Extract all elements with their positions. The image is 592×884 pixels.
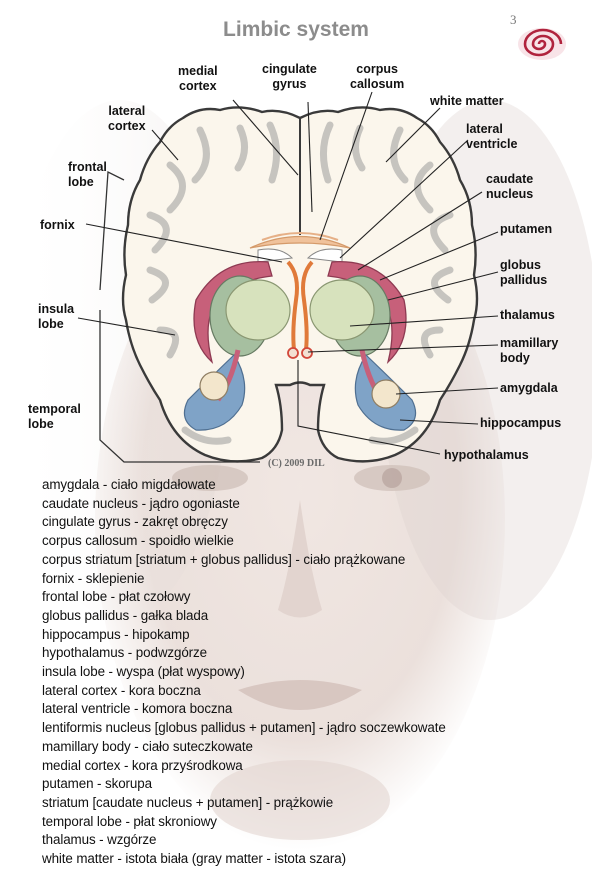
glossary-item: lateral ventricle - komora boczna bbox=[42, 700, 446, 719]
glossary-list: amygdala - ciało migdałowate caudate nuc… bbox=[42, 476, 446, 869]
glossary-item: insula lobe - wyspa (płat wyspowy) bbox=[42, 663, 446, 682]
left-mamillary-body bbox=[288, 348, 298, 358]
glossary-item: globus pallidus - gałka blada bbox=[42, 607, 446, 626]
glossary-item: fornix - sklepienie bbox=[42, 570, 446, 589]
label-hypothalamus: hypothalamus bbox=[444, 448, 529, 463]
right-mamillary-body bbox=[302, 348, 312, 358]
label-hippocampus: hippocampus bbox=[480, 416, 561, 431]
glossary-item: striatum [caudate nucleus + putamen] - p… bbox=[42, 794, 446, 813]
glossary-item: cingulate gyrus - zakręt obręczy bbox=[42, 513, 446, 532]
label-fornix: fornix bbox=[40, 218, 75, 233]
glossary-item: thalamus - wzgórze bbox=[42, 831, 446, 850]
glossary-item: putamen - skorupa bbox=[42, 775, 446, 794]
copyright-notice: (C) 2009 DIL bbox=[268, 458, 325, 469]
glossary-item: mamillary body - ciało suteczkowate bbox=[42, 738, 446, 757]
label-putamen: putamen bbox=[500, 222, 552, 237]
label-white-matter: white matter bbox=[430, 94, 504, 109]
glossary-item: corpus callosum - spoidło wielkie bbox=[42, 532, 446, 551]
right-amygdala bbox=[372, 380, 400, 408]
glossary-item: corpus striatum [striatum + globus palli… bbox=[42, 551, 446, 570]
glossary-item: amygdala - ciało migdałowate bbox=[42, 476, 446, 495]
glossary-item: caudate nucleus - jądro ogoniaste bbox=[42, 495, 446, 514]
label-amygdala: amygdala bbox=[500, 381, 558, 396]
glossary-item: hippocampus - hipokamp bbox=[42, 626, 446, 645]
left-thalamus bbox=[226, 280, 290, 340]
glossary-item: hypothalamus - podwzgórze bbox=[42, 644, 446, 663]
glossary-item: temporal lobe - płat skroniowy bbox=[42, 813, 446, 832]
glossary-item: lentiformis nucleus [globus pallidus + p… bbox=[42, 719, 446, 738]
right-thalamus bbox=[310, 280, 374, 340]
left-amygdala bbox=[200, 372, 228, 400]
glossary-item: medial cortex - kora przyśrodkowa bbox=[42, 757, 446, 776]
label-thalamus: thalamus bbox=[500, 308, 555, 323]
glossary-item: white matter - istota biała (gray matter… bbox=[42, 850, 446, 869]
glossary-item: lateral cortex - kora boczna bbox=[42, 682, 446, 701]
glossary-item: frontal lobe - płat czołowy bbox=[42, 588, 446, 607]
